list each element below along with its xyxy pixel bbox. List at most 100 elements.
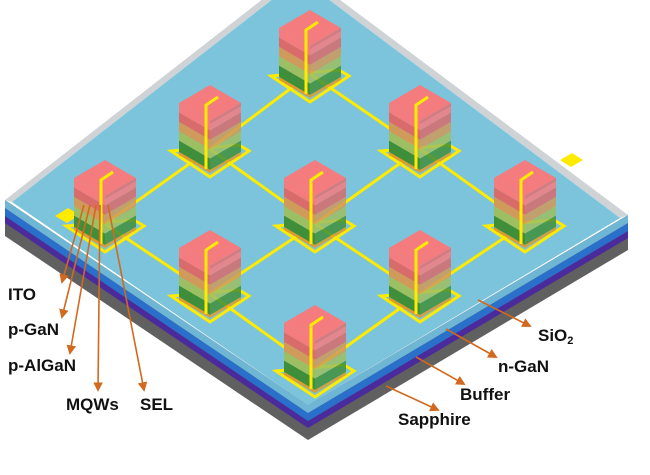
led-layer-left-face	[179, 285, 210, 315]
led-layer-left-face	[284, 341, 315, 370]
led-layer-left-face	[179, 121, 210, 150]
label-arrow	[445, 328, 498, 358]
top-contact-wire	[309, 315, 324, 389]
led-layer-right-face	[315, 226, 346, 248]
led-layer-right-face	[105, 226, 136, 248]
led-layer-left-face	[74, 178, 105, 206]
led-layer-left-face	[279, 28, 310, 56]
label-arrow	[477, 299, 532, 327]
contact-pad-left	[55, 208, 80, 223]
led-layer-right-face	[420, 266, 451, 295]
led-layer-left-face	[179, 266, 210, 295]
micro-led-pixel	[266, 10, 352, 104]
led-layer-right-face	[420, 296, 451, 318]
led-layer-right-face	[210, 151, 241, 173]
led-layer-right-face	[315, 215, 346, 245]
led-layer-left-face	[179, 276, 210, 304]
label-arrow	[59, 204, 91, 319]
led-layer-right-face	[420, 121, 451, 150]
led-layer-right-face	[310, 76, 341, 98]
led-layer-left-face	[389, 248, 420, 276]
micro-led-pixel	[271, 160, 357, 254]
label-sio2: SiO2	[538, 326, 573, 347]
led-layer-left-face	[284, 323, 315, 351]
led-layer-left-face	[389, 285, 420, 315]
led-layer-left-face	[284, 196, 315, 225]
led-layer-left-face	[179, 112, 210, 140]
led-layer-left-face	[494, 206, 525, 234]
led-layer-right-face	[310, 65, 341, 95]
label-mqws: MQWs	[66, 395, 119, 414]
led-layer-right-face	[210, 285, 241, 315]
led-layer-left-face	[179, 248, 210, 276]
label-p-gan: p-GaN	[8, 320, 59, 339]
led-edge-shade	[315, 178, 346, 199]
micro-led-pixel	[271, 305, 357, 399]
led-layer-right-face	[210, 248, 241, 276]
led-edge-shade	[315, 323, 346, 344]
led-layer-left-face	[389, 266, 420, 295]
led-layer-right-face	[420, 285, 451, 315]
led-layer-left-face	[74, 187, 105, 215]
led-layer-right-face	[315, 206, 346, 234]
label-p-algan: p-AlGaN	[8, 356, 76, 375]
led-layer-right-face	[315, 187, 346, 215]
led-layer-left-face	[179, 151, 210, 173]
micro-led-pixel	[166, 85, 252, 179]
label-arrows	[59, 204, 532, 412]
led-layer-right-face	[315, 178, 346, 206]
label-n-gan: n-GaN	[498, 357, 549, 376]
led-layer-right-face	[310, 28, 341, 56]
sio2-layer-right	[308, 215, 628, 413]
micro-led-pixel	[376, 85, 462, 179]
led-layer-left-face	[284, 187, 315, 215]
led-layer-right-face	[105, 187, 136, 215]
led-layer-right-face	[420, 257, 451, 285]
label-arrow	[93, 204, 103, 392]
led-layer-left-face	[74, 215, 105, 245]
led-layer-left-face	[494, 196, 525, 225]
led-layer-right-face	[420, 276, 451, 304]
led-layer-left-face	[389, 121, 420, 150]
n-gan-layer-left	[5, 208, 308, 421]
led-edge-shade	[105, 178, 136, 199]
led-layer-right-face	[525, 178, 556, 206]
micro-led-pixel	[481, 160, 567, 254]
led-layer-left-face	[179, 131, 210, 159]
led-layer-left-face	[74, 196, 105, 225]
led-layer-right-face	[420, 248, 451, 276]
led-edge-shade	[420, 248, 451, 269]
label-ito: ITO	[8, 285, 37, 304]
led-layer-right-face	[105, 196, 136, 225]
led-layer-left-face	[389, 257, 420, 285]
led-layer-right-face	[315, 360, 346, 390]
led-layer-right-face	[315, 332, 346, 360]
led-layer-right-face	[210, 103, 241, 131]
label-arrow	[59, 204, 85, 284]
led-layer-right-face	[420, 131, 451, 159]
led-layer-right-face	[105, 215, 136, 245]
led-layer-left-face	[389, 103, 420, 131]
led-layer-left-face	[389, 151, 420, 173]
led-layer-right-face	[315, 351, 346, 379]
top-contact-wire	[204, 95, 219, 169]
led-layer-left-face	[284, 215, 315, 245]
led-layer-right-face	[210, 276, 241, 304]
sapphire-side-right	[308, 237, 628, 440]
label-arrow	[107, 204, 148, 392]
led-layer-right-face	[315, 371, 346, 393]
top-contact-wire	[204, 240, 219, 314]
top-contact-wire	[414, 240, 429, 314]
top-contact-wire	[414, 95, 429, 169]
label-sio2-text: SiO	[538, 326, 568, 345]
led-layer-left-face	[494, 178, 525, 206]
led-edge-shade	[420, 103, 451, 124]
buffer-layer-left	[5, 216, 308, 428]
led-layer-right-face	[210, 257, 241, 285]
led-layer-right-face	[525, 215, 556, 245]
led-layer-left-face	[494, 226, 525, 248]
n-gan-layer-right	[308, 223, 628, 421]
led-layer-right-face	[525, 206, 556, 234]
led-layer-left-face	[179, 103, 210, 131]
